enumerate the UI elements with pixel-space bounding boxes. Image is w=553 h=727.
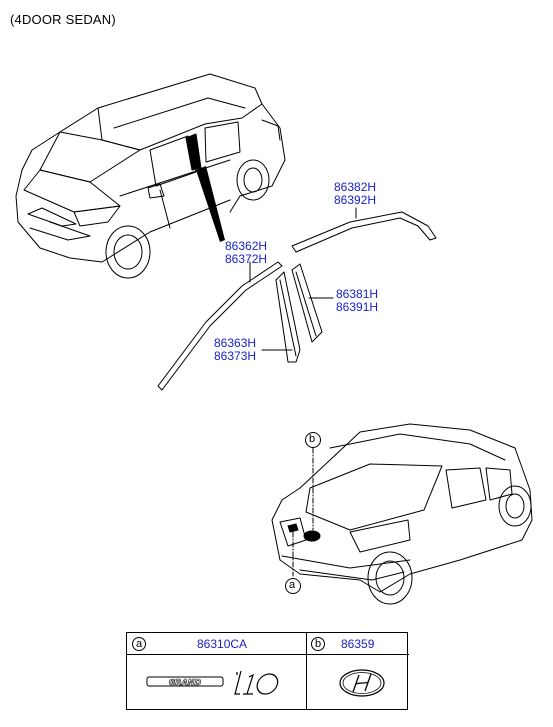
emblem-legend-table: a 86310CA b 86359 GRAND xyxy=(126,632,409,710)
legend-divider xyxy=(306,633,307,709)
legend-header-b xyxy=(307,633,409,655)
legend-b-part-number[interactable]: 86359 xyxy=(341,637,375,651)
page-title: (4DOOR SEDAN) xyxy=(10,12,116,27)
hatchback-car-illustration xyxy=(271,423,533,605)
callout-b-label: b xyxy=(309,433,316,445)
legend-a-circle: a xyxy=(132,637,146,651)
legend-b-circle: b xyxy=(311,637,325,651)
hyundai-emblem-icon xyxy=(339,669,385,697)
legend-a-part-number[interactable]: 86310CA xyxy=(197,637,248,651)
grand-emblem-text: GRAND xyxy=(169,678,202,687)
legend-header-a xyxy=(127,633,306,655)
sedan-car-illustration xyxy=(15,73,286,279)
callout-a-circle xyxy=(285,578,301,594)
callout-a-label: a xyxy=(289,579,296,591)
callout-b-circle xyxy=(305,432,321,448)
grand-i10-emblem-image: GRAND xyxy=(146,670,279,695)
